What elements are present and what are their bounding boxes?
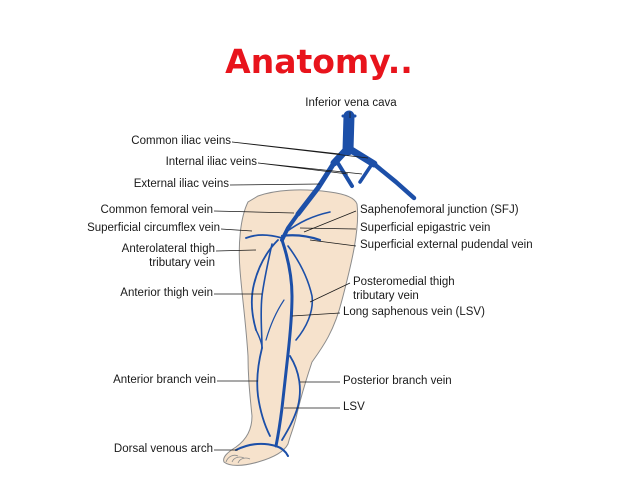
label-internal-iliac-veins: Internal iliac veins — [165, 156, 257, 168]
label-posteromedial-thigh: Posteromedial thigh — [353, 276, 455, 288]
label-superficial-circumflex-vein: Superficial circumflex vein — [87, 222, 220, 234]
label-lsv: LSV — [343, 401, 365, 413]
left-internal-iliac-vessel — [334, 158, 354, 188]
leader-superficial-epigastric — [299, 227, 357, 230]
leader-lsv-long — [291, 312, 341, 317]
label-long-saphenous-vein: Long saphenous vein (LSV) — [343, 306, 485, 318]
label-anterolateral-tributary: tributary vein — [149, 257, 215, 269]
label-dorsal-venous-arch: Dorsal venous arch — [113, 443, 213, 455]
label-anterior-branch-vein: Anterior branch vein — [113, 374, 216, 386]
slide-title: Anatomy.. — [225, 42, 413, 81]
label-superficial-external-pudendal-vein: Superficial external pudendal vein — [360, 239, 533, 251]
leader-external-iliac — [229, 183, 321, 186]
right-common-iliac-vessel — [344, 144, 378, 168]
leader-posteromedial — [309, 282, 351, 303]
leader-internal-iliac — [257, 162, 363, 175]
inferior-vena-cava-vessel — [342, 110, 355, 156]
label-common-iliac-veins: Common iliac veins — [131, 135, 231, 147]
posteromedial-tributary-vessel — [287, 245, 314, 341]
leader-anterolateral — [215, 249, 257, 252]
label-common-femoral-vein: Common femoral vein — [100, 204, 213, 216]
small-tributary-b — [265, 299, 285, 341]
leader-lines-right — [284, 112, 357, 409]
right-external-iliac-vessel — [371, 161, 417, 201]
posterior-branch-vessel — [281, 355, 301, 441]
anterior-branch-vessel — [256, 347, 271, 437]
label-sfj: Saphenofemoral junction (SFJ) — [360, 204, 519, 216]
leader-common-iliac — [231, 141, 369, 159]
label-inferior-vena-cava: Inferior vena cava — [305, 97, 397, 109]
leader-lines-left — [213, 141, 369, 451]
label-posterior-branch-vein: Posterior branch vein — [343, 375, 452, 387]
right-internal-iliac-vessel — [358, 162, 374, 184]
label-superficial-epigastric-vein: Superficial epigastric vein — [360, 222, 491, 234]
label-external-iliac-veins: External iliac veins — [133, 178, 229, 190]
superficial-circumflex-vessel — [245, 234, 283, 239]
saphenofemoral-junction-vessel — [280, 234, 322, 242]
leg-veins — [235, 211, 331, 457]
small-tributary-a — [255, 329, 263, 349]
label-posteromedial-tributary: tributary vein — [353, 290, 419, 302]
label-anterolateral-thigh: Anterolateral thigh — [121, 243, 215, 255]
dorsal-venous-arch-vessel — [235, 442, 289, 457]
leader-common-femoral — [213, 210, 295, 214]
superficial-epigastric-vessel — [285, 211, 331, 233]
leader-superficial-external-pudendal — [309, 239, 357, 247]
anterolateral-tributary-vessel — [250, 239, 279, 331]
label-anterior-thigh-vein: Anterior thigh vein — [120, 287, 213, 299]
leader-superficial-circumflex — [220, 228, 253, 232]
toes — [225, 454, 251, 464]
lsv-thigh-vessel — [274, 238, 294, 448]
anterior-thigh-vessel — [260, 243, 273, 349]
